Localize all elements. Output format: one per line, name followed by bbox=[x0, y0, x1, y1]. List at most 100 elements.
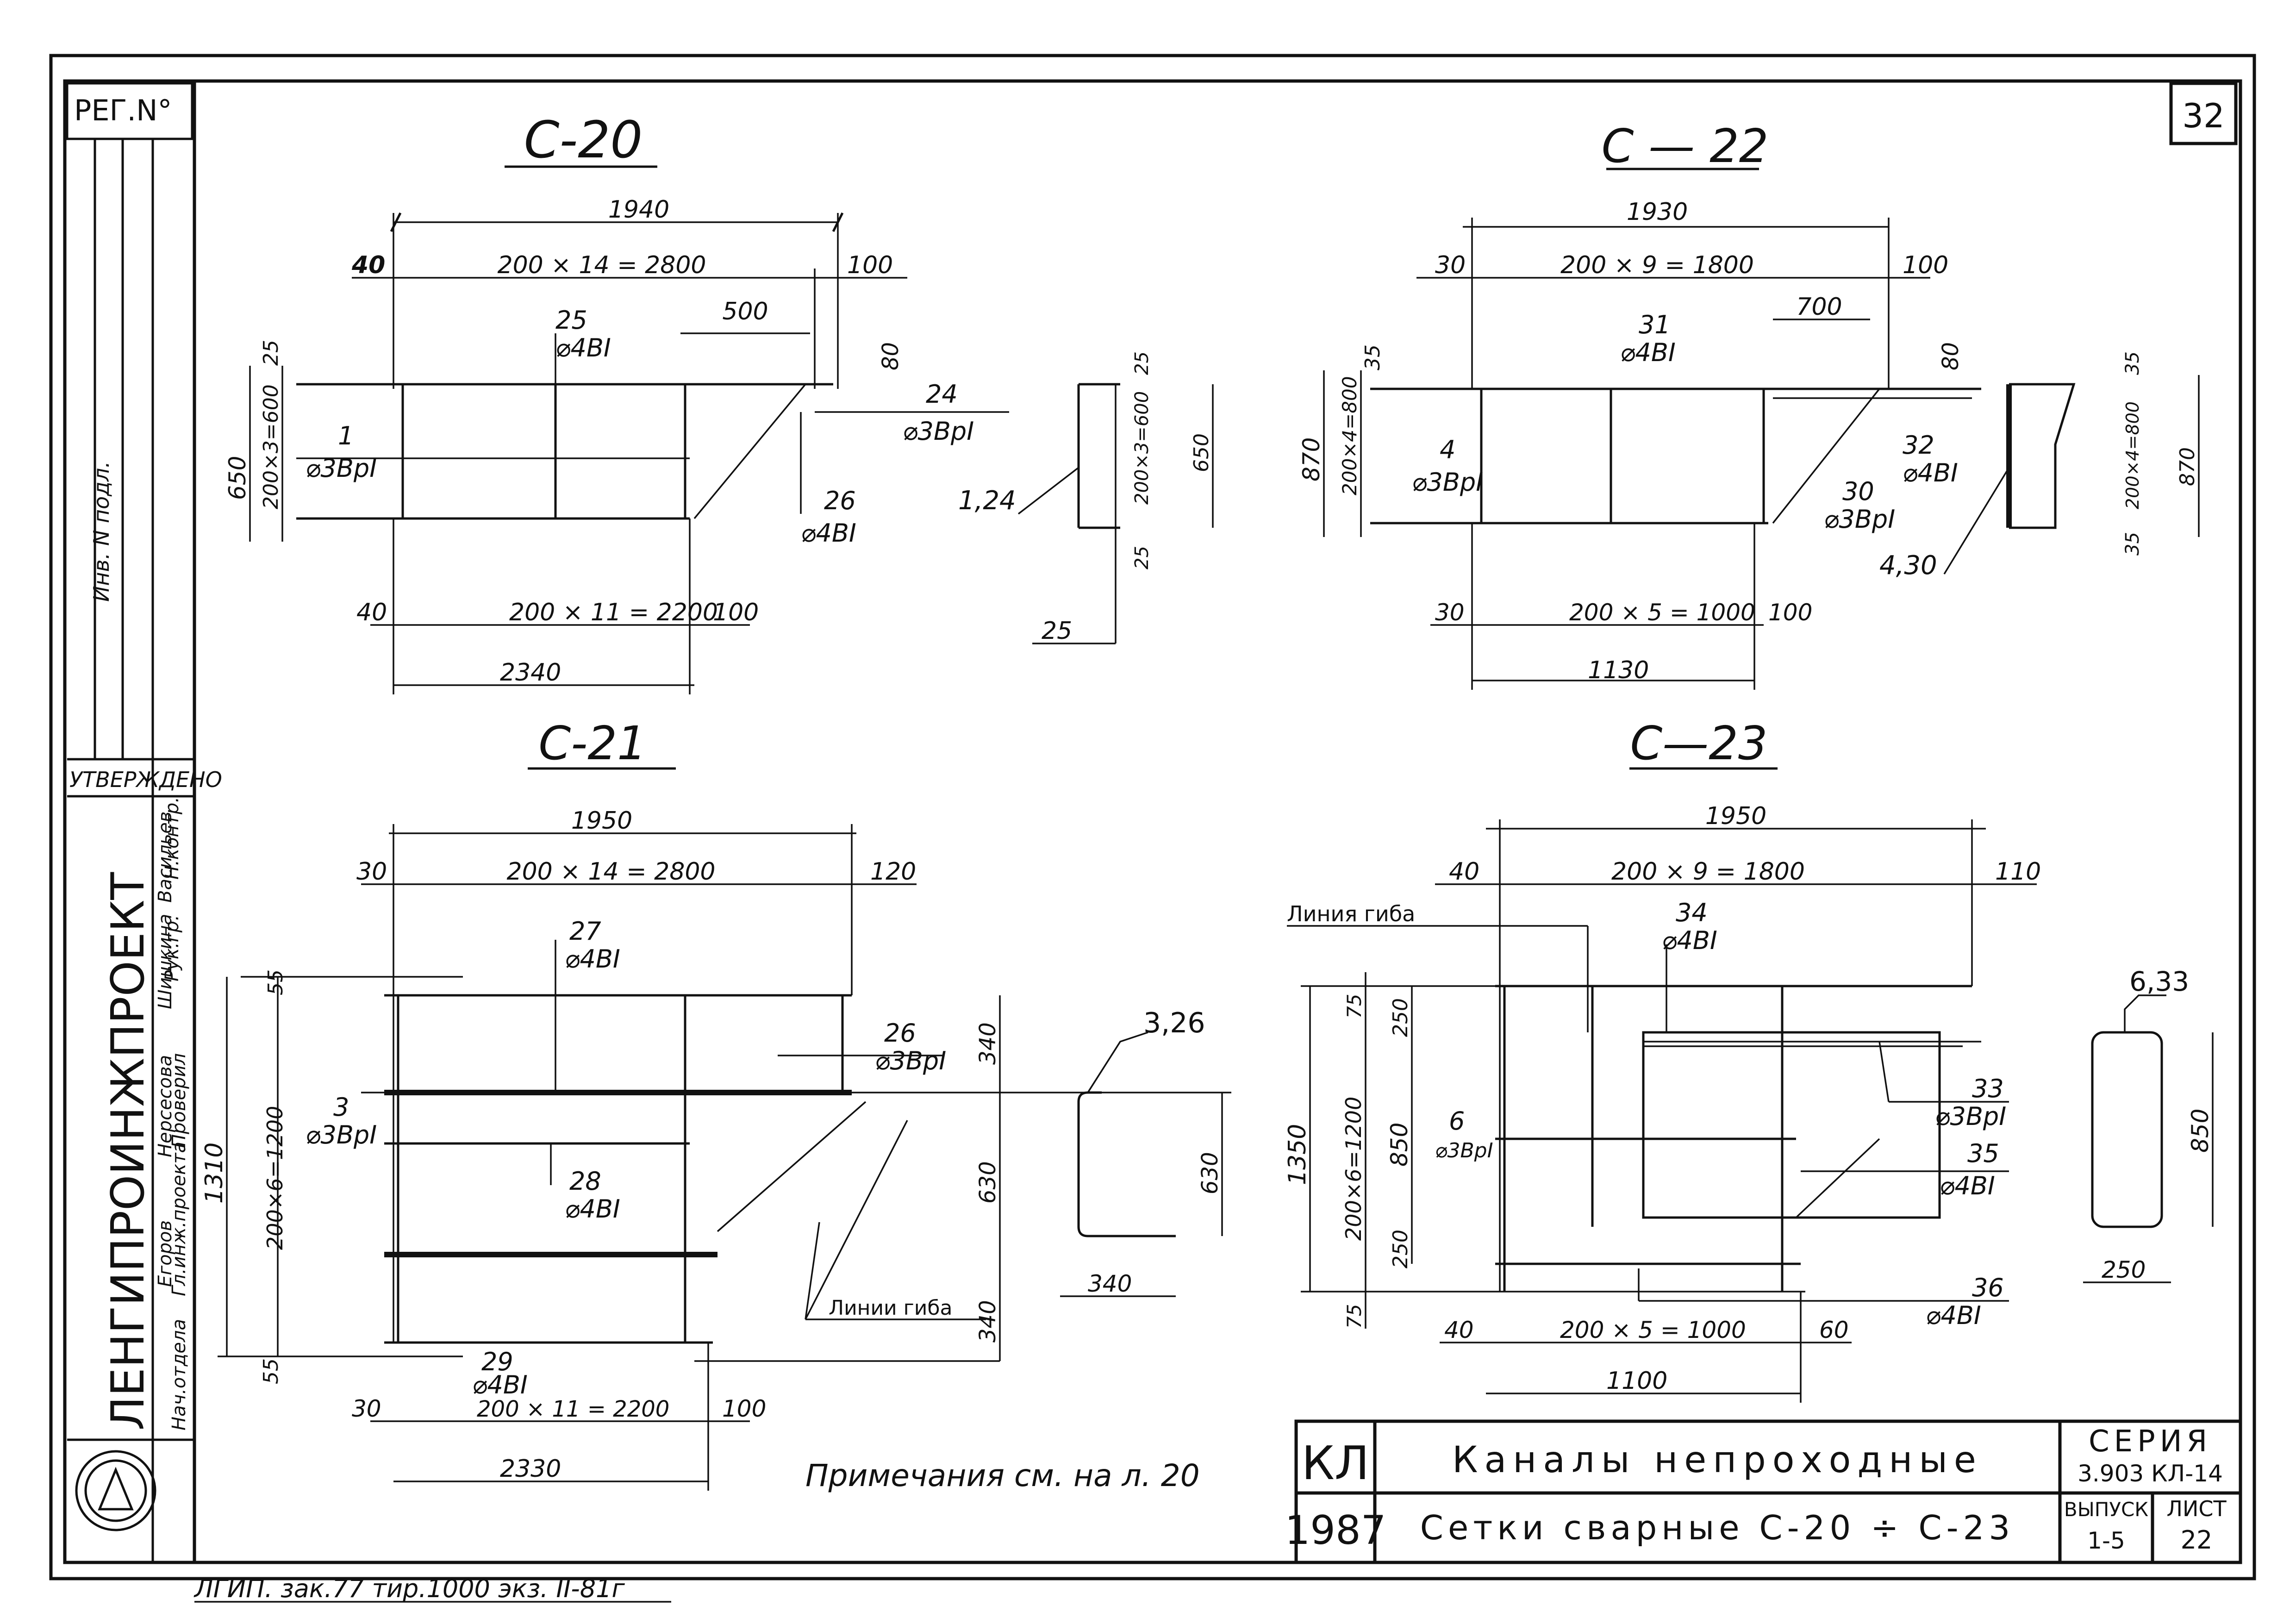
approved-label: УТВЕРЖДЕНО bbox=[69, 767, 222, 792]
c20-sec-top: 25 bbox=[1131, 351, 1153, 375]
c21-title: С-21 bbox=[538, 716, 646, 770]
c22-bar31-d: ⌀4ВI bbox=[1620, 338, 1676, 367]
c23-h-total: 1350 bbox=[1284, 1124, 1311, 1185]
sheet-number-box: 32 bbox=[2169, 81, 2238, 145]
left-stamp: РЕГ.N° УТВЕРЖДЕНО Инв. N подл. ЛЕНГИПРОИ… bbox=[66, 82, 222, 1562]
c20-diag bbox=[693, 383, 806, 519]
logo-circle-outer bbox=[75, 1450, 156, 1531]
c20-overall: 1940 bbox=[608, 196, 669, 224]
c22-sec-bot: 35 bbox=[2122, 532, 2143, 556]
mesh-c23: С—23 1950 200 × 9 = 1800 40 110 Линия ги… bbox=[1284, 716, 2214, 1403]
c20-bar1: 1 bbox=[338, 421, 354, 450]
c22-bot-total: 1130 bbox=[1588, 656, 1649, 684]
c21-bend-label: Линии гиба bbox=[829, 1296, 952, 1320]
c21-sec-h: 630 bbox=[1197, 1152, 1223, 1194]
mesh-c20: С-20 1940 200 × 14 = 2800 40 100 500 25 … bbox=[224, 110, 1214, 694]
c20-bar25: 25 bbox=[555, 306, 587, 335]
c22-right: 100 bbox=[1903, 251, 1948, 279]
c23-h-250a: 250 bbox=[1389, 998, 1412, 1037]
c21-bot-right: 100 bbox=[722, 1395, 766, 1422]
c22-top-span: 200 × 9 = 1800 bbox=[1560, 251, 1754, 279]
c21-bar27-d: ⌀4ВI bbox=[565, 944, 620, 974]
c23-diag bbox=[1795, 1138, 1880, 1218]
name-2: Нерсесова bbox=[155, 1055, 176, 1157]
institute-logo bbox=[75, 1450, 156, 1531]
c23-leader-33 bbox=[1878, 1041, 1890, 1102]
c21-sec-leader bbox=[1087, 1031, 1148, 1093]
c21-bar3: 3 bbox=[333, 1093, 349, 1122]
c23-h-850: 850 bbox=[1386, 1123, 1413, 1167]
outer-frame bbox=[49, 54, 2256, 1580]
c23-bar6-d: ⌀3ВрI bbox=[1435, 1139, 1493, 1162]
role-4: Рук.гр. bbox=[162, 915, 183, 981]
c23-sec-w: 250 bbox=[2102, 1256, 2146, 1283]
c20-sec-h: 650 bbox=[1190, 433, 1213, 472]
org-name-vertical: ЛЕНГИПРОИНЖПРОЕКТ bbox=[102, 872, 155, 1430]
c20-bot-span: 200 × 11 = 2200 bbox=[509, 599, 718, 626]
c22-h-span: 200×4=800 bbox=[1338, 376, 1361, 495]
c21-bar29: 29 bbox=[481, 1347, 513, 1376]
c23-bar34: 34 bbox=[1676, 898, 1708, 927]
c22-sec-leader bbox=[1943, 467, 2010, 575]
c22-bar31: 31 bbox=[1639, 310, 1671, 339]
c20-top-span: 200 × 14 = 2800 bbox=[497, 251, 706, 279]
c23-sec-h: 850 bbox=[2187, 1109, 2214, 1153]
c21-sec-w: 340 bbox=[1088, 1270, 1132, 1297]
sheet-frame bbox=[49, 54, 2256, 1580]
c20-bot-right: 100 bbox=[713, 599, 759, 626]
c20-bar24: 24 bbox=[926, 380, 958, 409]
c21-overall: 1950 bbox=[571, 807, 632, 835]
c23-h-75b: 75 bbox=[1343, 1304, 1366, 1329]
logo-mark bbox=[98, 1467, 134, 1511]
c22-v80: 80 bbox=[1938, 342, 1964, 370]
c23-bot-left: 40 bbox=[1444, 1317, 1474, 1343]
c22-sec-label: 4,30 bbox=[1879, 550, 1937, 581]
c21-h-edge: 55 bbox=[264, 969, 287, 995]
c23-bar36-d: ⌀4ВI bbox=[1926, 1301, 1981, 1330]
c23-overall: 1950 bbox=[1705, 802, 1766, 830]
tb-title: Каналы непроходные bbox=[1452, 1439, 1983, 1481]
c23-h-75a: 75 bbox=[1343, 994, 1366, 1018]
c21-diag bbox=[717, 1101, 867, 1232]
c21-r630: 630 bbox=[975, 1161, 1001, 1204]
tb-sheet-label: ЛИСТ bbox=[2166, 1496, 2227, 1521]
c22-bar32-d: ⌀4ВI bbox=[1903, 458, 1958, 487]
c21-sec-label: 3,26 bbox=[1143, 1007, 1205, 1039]
role-1: Нач.отдела bbox=[168, 1319, 190, 1430]
c20-sec-foot: 25 bbox=[1042, 617, 1072, 645]
tb-year: 1987 bbox=[1285, 1507, 1386, 1554]
tb-sheet-value: 22 bbox=[2181, 1525, 2213, 1555]
c23-left: 40 bbox=[1449, 858, 1479, 886]
c22-sec-h: 870 bbox=[2176, 447, 2199, 486]
notes-reference: Примечания см. на л. 20 bbox=[805, 1458, 1200, 1493]
inner-frame bbox=[63, 79, 2242, 1564]
c22-sec-span: 200×4=800 bbox=[2122, 401, 2143, 509]
c21-bot-left: 30 bbox=[352, 1395, 381, 1422]
c22-seg: 700 bbox=[1796, 293, 1842, 321]
c21-bend-leader bbox=[805, 1222, 820, 1320]
c21-right: 120 bbox=[870, 858, 916, 886]
c23-inner-panel bbox=[1642, 1031, 1941, 1219]
c21-bar28-d: ⌀4ВI bbox=[565, 1194, 620, 1224]
c23-bend: Линия гиба bbox=[1287, 901, 1415, 926]
tb-series-label: СЕРИЯ bbox=[2089, 1424, 2212, 1459]
c22-bar4: 4 bbox=[1440, 435, 1455, 464]
c23-section bbox=[2091, 1031, 2163, 1228]
c20-sec-span: 200×3=600 bbox=[1131, 391, 1153, 505]
tb-issue-label: ВЫПУСК bbox=[2064, 1498, 2148, 1521]
c22-h-edge: 35 bbox=[1361, 344, 1385, 370]
c20-h-edge: 25 bbox=[259, 340, 283, 366]
c22-title: С — 22 bbox=[1602, 119, 1769, 173]
c21-bar28: 28 bbox=[569, 1167, 601, 1196]
c21-top-span: 200 × 14 = 2800 bbox=[506, 858, 715, 886]
name-1: Егоров bbox=[155, 1220, 176, 1287]
c23-top-span: 200 × 9 = 1800 bbox=[1611, 858, 1805, 886]
c20-bar26: 26 bbox=[824, 486, 856, 515]
c21-bar26-d: ⌀3ВрI bbox=[875, 1046, 946, 1075]
c23-bar6: 6 bbox=[1449, 1106, 1465, 1136]
c23-bar35-d: ⌀4ВI bbox=[1940, 1171, 1995, 1200]
c23-h-250b: 250 bbox=[1389, 1230, 1412, 1268]
tb-series-value: 3.903 КЛ-14 bbox=[2078, 1460, 2223, 1487]
c21-r340b: 340 bbox=[975, 1300, 1001, 1343]
